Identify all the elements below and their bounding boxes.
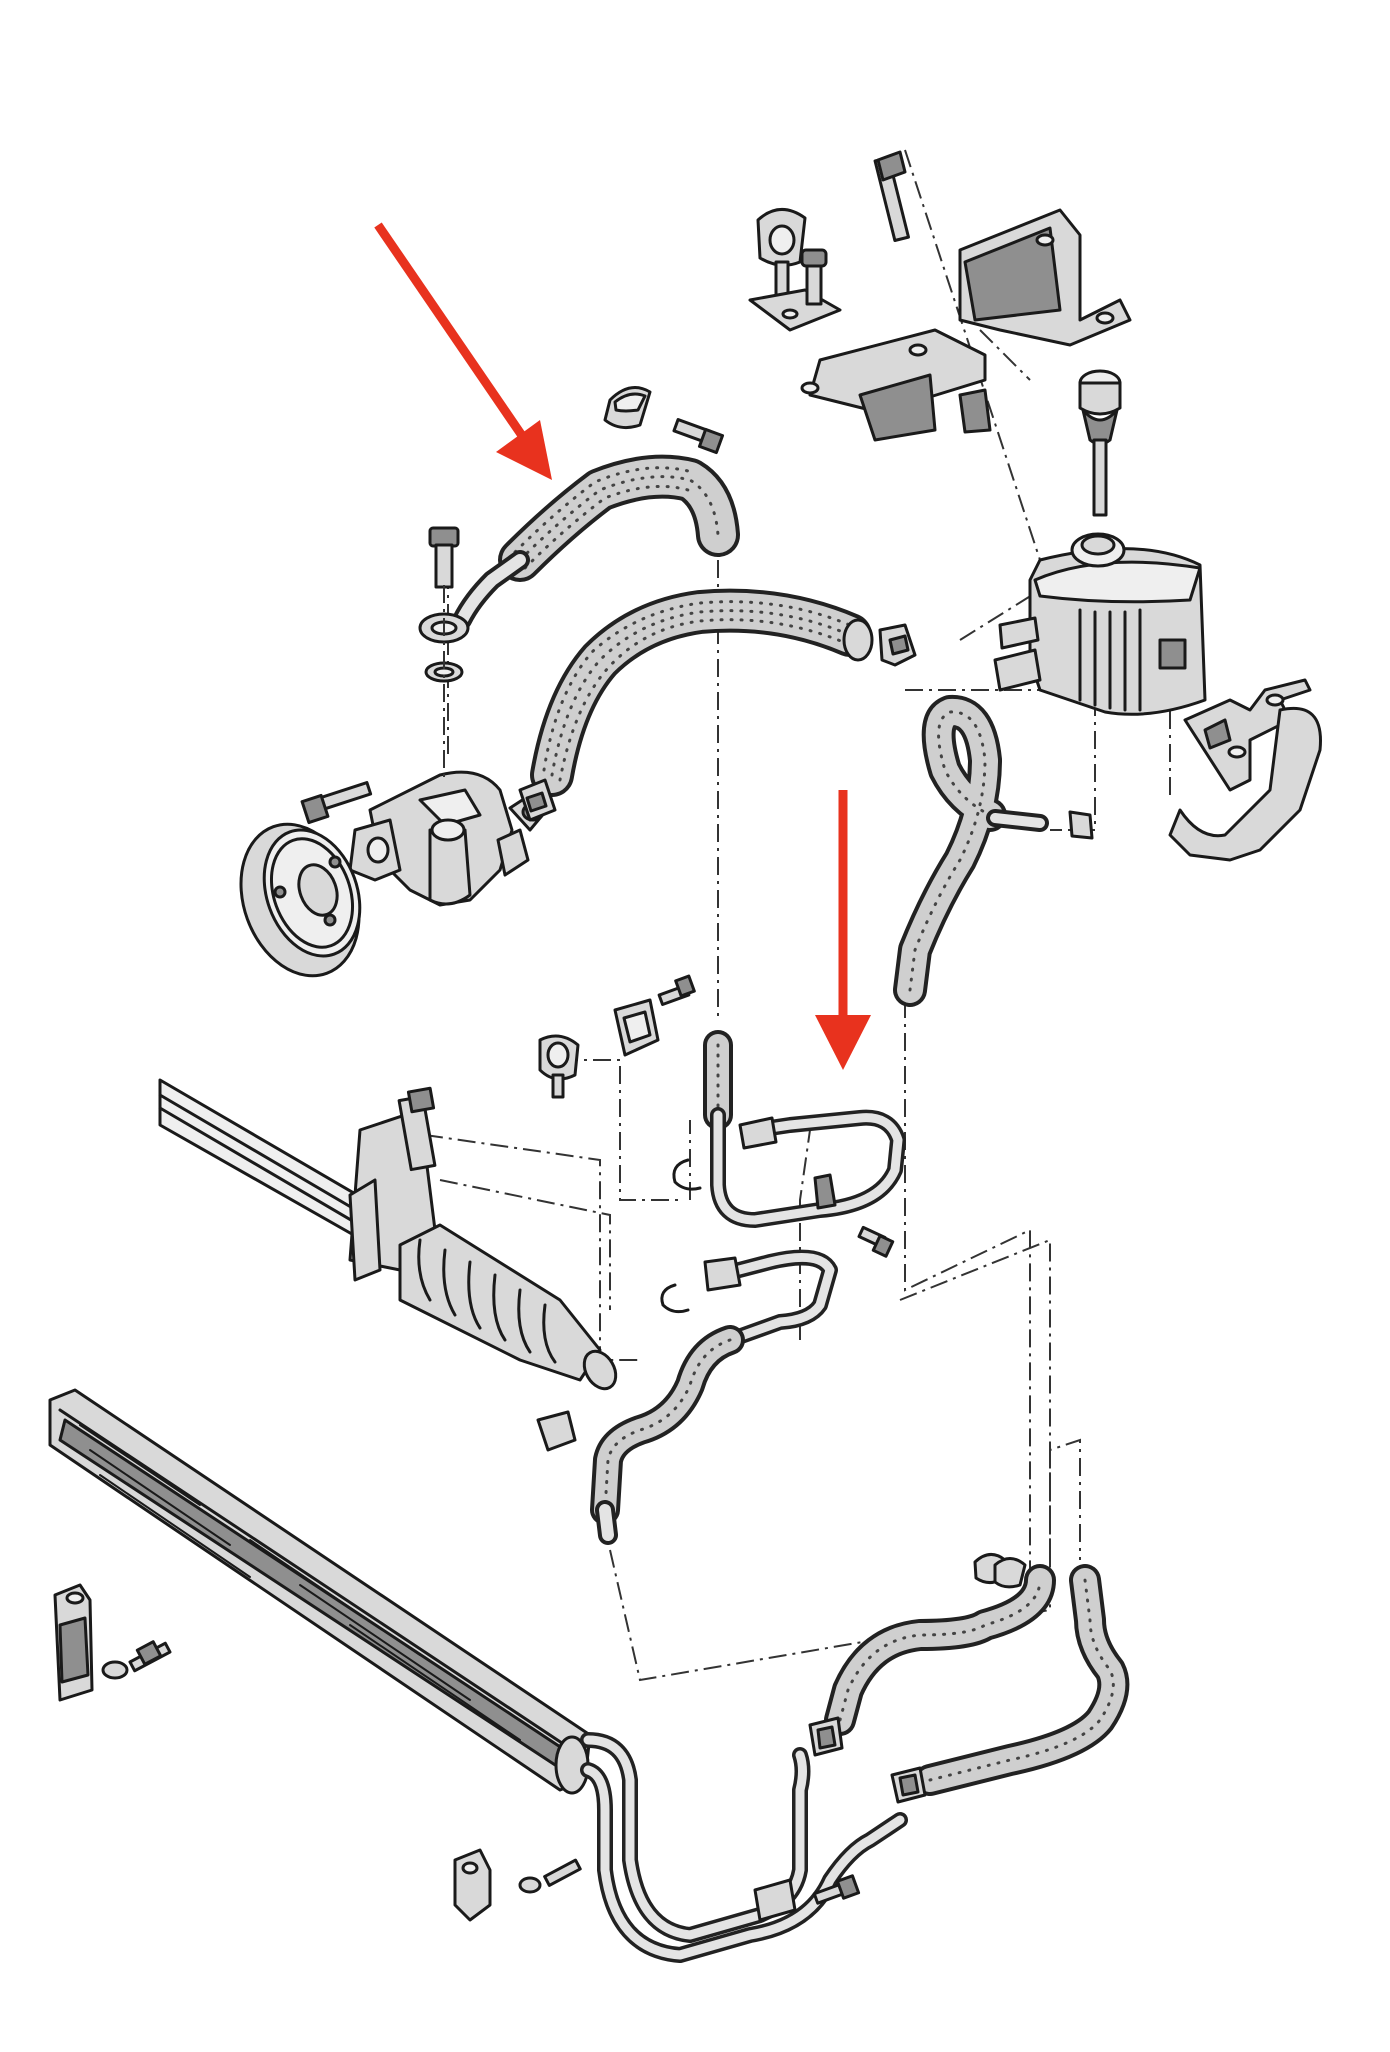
return-line-from-rack — [590, 1249, 838, 1545]
cooler-fins — [79, 1424, 521, 1741]
pump-mounting-bolt — [300, 781, 373, 825]
cooler-mount-bolt-lower — [518, 1858, 582, 1894]
reservoir-cap-dipstick — [1078, 369, 1122, 517]
hose-clip-lower-middle — [973, 1553, 1027, 1589]
hose-clamp-cooler-left — [808, 1716, 844, 1757]
reservoir-side-bracket — [1168, 678, 1322, 862]
cooler-pipe-bolt — [812, 1874, 861, 1905]
rack-clamp-bolt — [657, 974, 696, 1006]
indicator-arrow-pressure-line — [815, 790, 871, 1070]
bracket-bolt — [873, 150, 910, 243]
cooler-mount-bolt-left — [101, 1640, 172, 1680]
pump-pulley — [239, 822, 362, 978]
bracket-stud-bolt — [800, 248, 828, 306]
cooler-mount-bracket-left — [53, 1583, 94, 1702]
reservoir-outlet-hose — [893, 695, 1094, 1007]
cooler-mount-bracket-lower — [453, 1848, 492, 1922]
circlip-lower — [660, 1283, 690, 1314]
steering-rack — [158, 1078, 618, 1391]
power-steering-fluid-cooler — [48, 1388, 592, 1795]
rack-clamp-upper — [538, 1034, 580, 1099]
reservoir-mounting-bracket — [800, 208, 1132, 442]
circlip-upper — [672, 1158, 702, 1191]
power-steering-pump — [348, 770, 547, 907]
cooler-return-pipes — [580, 1732, 908, 1963]
assembly-guide-lines — [424, 149, 1171, 1682]
rack-clamp-lower — [613, 998, 660, 1057]
bracket-clamp — [748, 208, 842, 332]
small-clip-lower-line — [536, 1410, 577, 1452]
banjo-bolt-assembly — [418, 526, 470, 780]
fluid-reservoir — [993, 532, 1207, 716]
pressure-hose-upper — [452, 454, 740, 630]
return-hose-pump-to-reservoir — [530, 588, 874, 797]
clip-bolt-upper — [672, 418, 725, 455]
lower-return-hose-left — [824, 1564, 1056, 1736]
line-bracket-bolt — [857, 1225, 895, 1258]
lower-return-hose-right — [914, 1564, 1130, 1796]
hose-clamp-reservoir-inlet — [878, 623, 917, 667]
hose-retaining-clip-upper — [603, 386, 652, 430]
pump-hose-clamp — [518, 778, 557, 822]
indicator-arrow-upper-hose — [374, 222, 552, 480]
hose-clamp-cooler-right — [890, 1766, 927, 1804]
pressure-line-to-rack — [703, 1030, 906, 1228]
